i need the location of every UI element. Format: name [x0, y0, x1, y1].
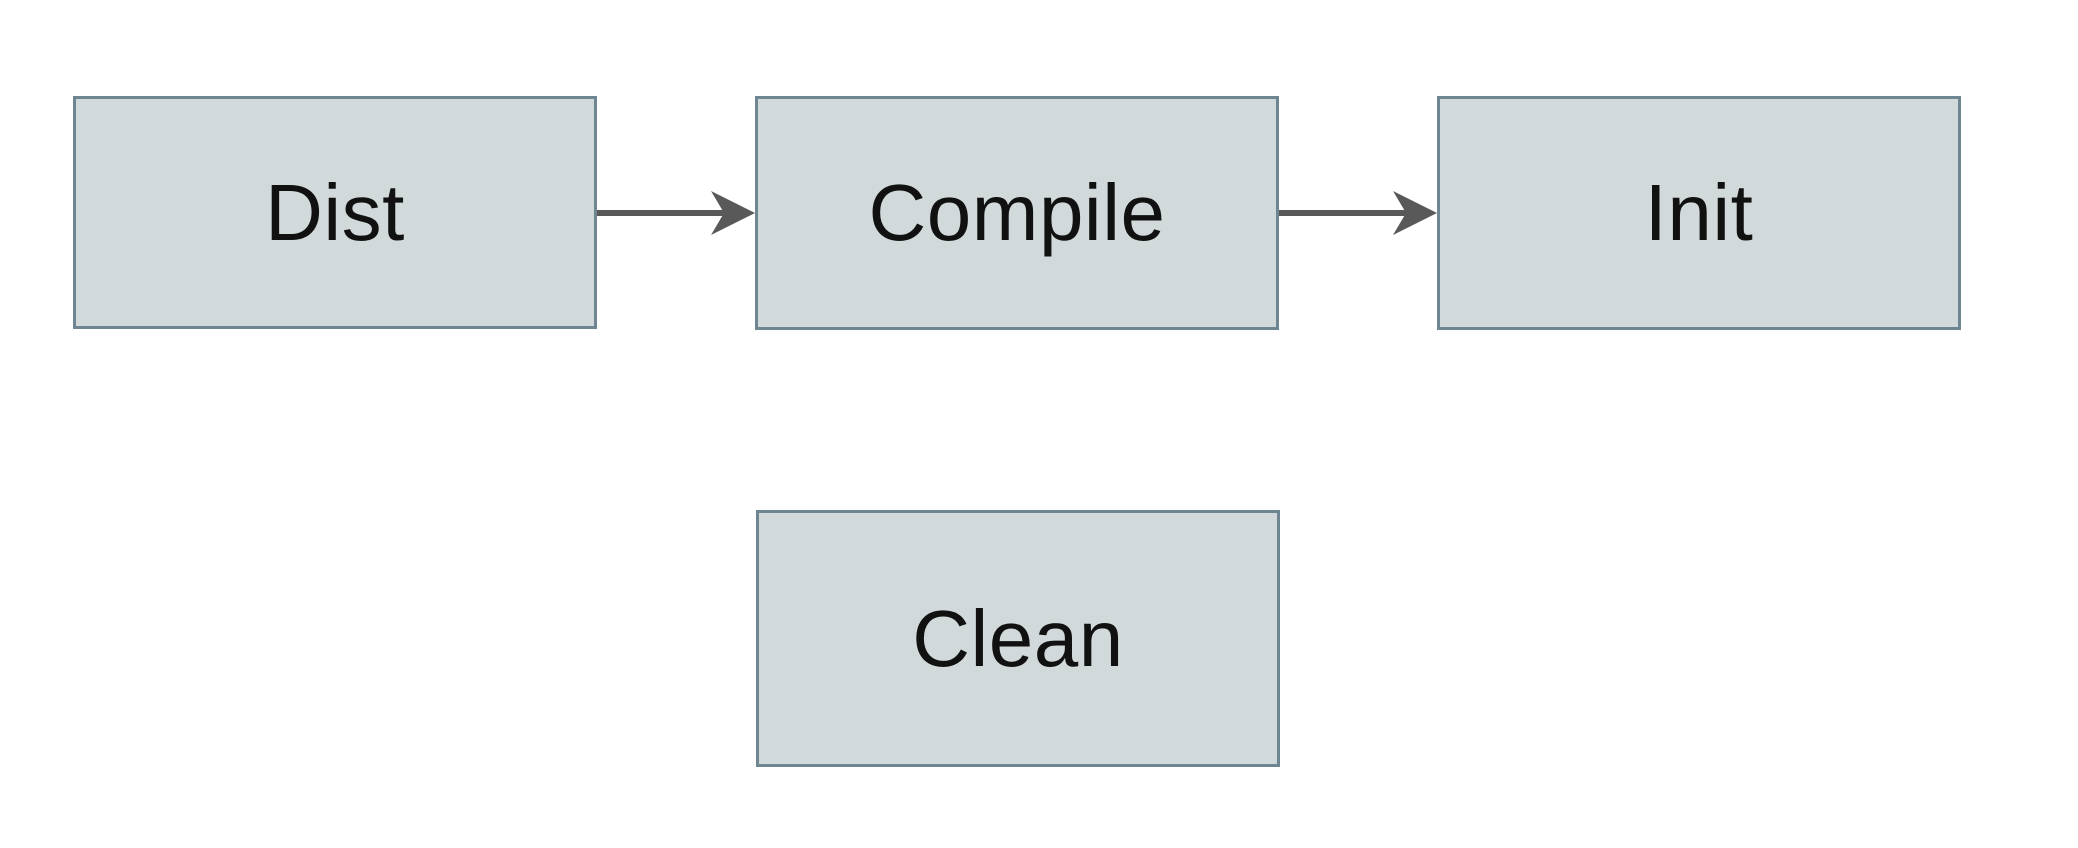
arrow-compile-to-init: [1279, 191, 1437, 235]
node-init-label: Init: [1644, 168, 1754, 257]
node-clean-label: Clean: [912, 593, 1124, 683]
node-dist: Dist: [73, 96, 597, 329]
node-dist-label: Dist: [265, 167, 405, 257]
arrowhead-icon: [1393, 191, 1437, 235]
node-clean: Clean: [756, 510, 1280, 767]
node-compile-label: Compile: [868, 168, 1166, 257]
node-init: Init: [1437, 96, 1961, 330]
arrowhead-icon: [711, 191, 755, 235]
node-compile: Compile: [755, 96, 1279, 330]
arrow-dist-to-compile: [597, 191, 755, 235]
